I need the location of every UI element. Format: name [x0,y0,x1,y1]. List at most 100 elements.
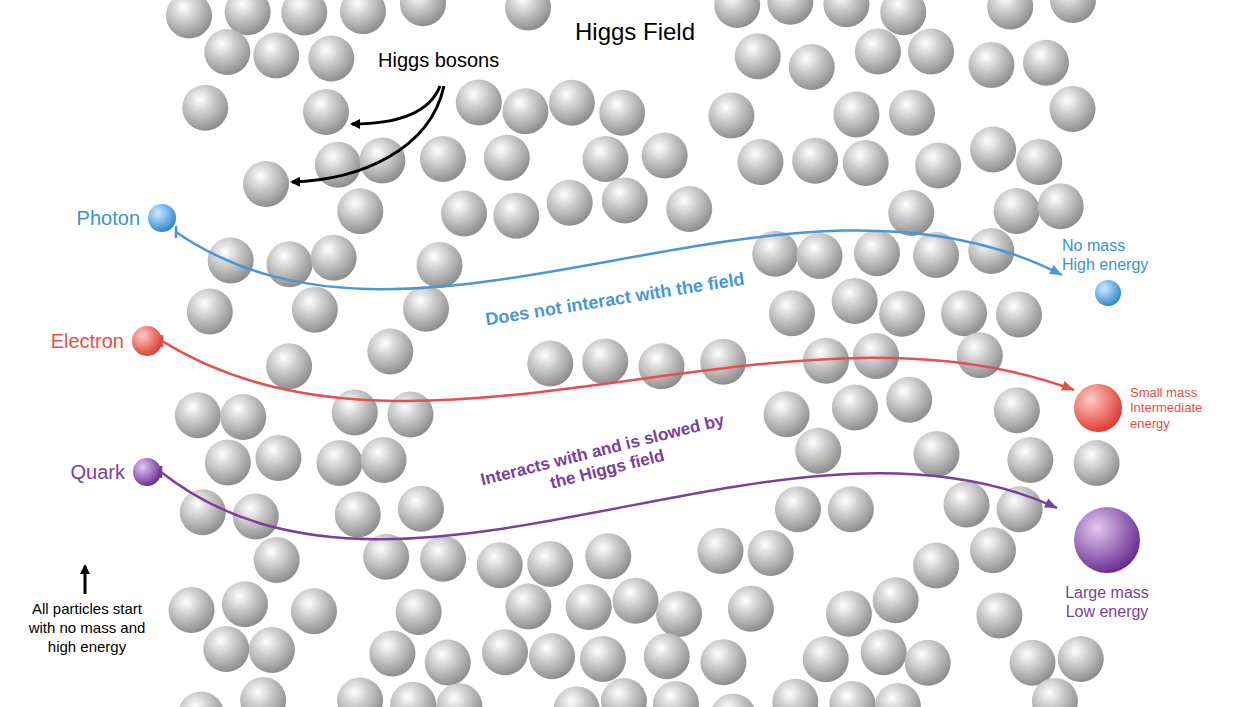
higgs-boson-sphere [642,133,688,179]
higgs-boson-sphere [829,681,875,707]
higgs-boson-sphere [599,90,645,136]
higgs-boson-sphere [913,431,959,477]
higgs-boson-sphere [187,289,233,335]
higgs-boson-sphere [792,138,838,184]
particle-dot [132,326,162,356]
higgs-boson-sphere [208,237,254,283]
higgs-boson-sphere [240,677,286,707]
higgs-boson-sphere [180,489,226,535]
higgs-boson-sphere [527,541,573,587]
higgs-boson-sphere [828,486,874,532]
higgs-boson-sphere [255,435,301,481]
particle-path [162,335,1074,401]
higgs-boson-sphere [205,440,251,486]
higgs-boson-sphere [316,440,362,486]
higgs-boson-sphere [797,233,843,279]
higgs-boson-sphere [166,0,212,39]
pointer-label: Higgs bosons [378,48,499,73]
higgs-boson-sphere [220,394,266,440]
higgs-boson-sphere [886,377,932,423]
higgs-boson-sphere [169,587,215,633]
higgs-boson-sphere [281,0,327,36]
higgs-boson-sphere [456,79,502,125]
higgs-boson-sphere [833,92,879,138]
higgs-boson-sphere [1016,139,1062,185]
arrow-head [1049,265,1062,275]
particle-node: Photon [77,204,176,232]
particle-node: Quark [71,458,161,486]
higgs-boson-sphere [769,290,815,336]
higgs-boson-sphere [420,536,466,582]
higgs-boson-sphere [943,482,989,528]
higgs-boson-sphere [913,542,959,588]
higgs-boson-sphere [204,29,250,75]
higgs-boson-sphere [905,640,951,686]
particle-dot [1074,384,1122,432]
higgs-boson-sphere [775,486,821,532]
boson-pointer [352,86,440,124]
higgs-boson-sphere [957,332,1003,378]
higgs-boson-sphere [873,577,919,623]
higgs-boson-sphere [425,640,471,686]
particle-dot [1095,280,1121,306]
path-label: Interacts with and is slowed by the Higg… [469,408,741,513]
higgs-boson-sphere [493,193,539,239]
higgs-boson-sphere [529,633,575,679]
higgs-boson-sphere [735,33,781,79]
higgs-boson-sphere [436,683,482,707]
higgs-boson-sphere [710,693,756,707]
higgs-boson-sphere [582,339,628,385]
higgs-boson-sphere [994,188,1040,234]
higgs-boson-sphere [832,278,878,324]
particle-label: Large mass Low energy [1057,583,1157,621]
higgs-boson-sphere [253,33,299,79]
higgs-boson-sphere [554,686,600,707]
higgs-boson-sphere [889,90,935,136]
diagram-title: Higgs Field [575,18,695,46]
higgs-boson-sphere [291,588,337,634]
higgs-boson-sphere [728,586,774,632]
higgs-boson-sphere [767,0,813,25]
higgs-boson-sphere [417,242,463,288]
higgs-boson-sphere [987,0,1033,30]
higgs-boson-sphere [697,528,743,574]
higgs-boson-sphere [996,291,1042,337]
higgs-boson-sphere [292,287,338,333]
higgs-boson-sphere [875,683,921,707]
higgs-boson-sphere [266,343,312,389]
higgs-boson-sphere [970,527,1016,573]
path-line [161,472,1057,539]
higgs-boson-sphere [361,437,407,483]
higgs-boson-sphere [748,530,794,576]
particle-label: No mass High energy [1062,236,1154,274]
particle-dot [133,458,161,486]
higgs-boson-sphere [915,142,961,188]
particle-label: Electron [51,329,124,353]
particle-path [176,226,1062,289]
higgs-boson-sphere [826,591,872,637]
higgs-boson-sphere [337,188,383,234]
higgs-boson-sphere [908,28,954,74]
higgs-boson-sphere [203,626,249,672]
path-line [162,341,1074,401]
particle-dot [148,204,176,232]
higgs-boson-sphere [1038,183,1084,229]
higgs-boson-sphere [789,44,835,90]
path-label: Does not interact with the field [484,269,746,331]
higgs-boson-sphere [566,584,612,630]
particle-node: Electron [51,326,162,356]
higgs-boson-sphere [764,391,810,437]
higgs-boson-sphere [484,135,530,181]
higgs-boson-sphere [337,677,383,707]
higgs-boson-sphere [249,627,295,673]
higgs-boson-sphere [832,384,878,430]
higgs-boson-sphere [582,136,628,182]
higgs-boson-sphere [580,636,626,682]
higgs-boson-sphere [666,186,712,232]
higgs-boson-sphere [175,392,221,438]
higgs-boson-sphere [941,290,987,336]
higgs-boson-sphere [1010,640,1056,686]
higgs-boson-sphere [1050,0,1096,23]
arrow-head [1061,381,1074,390]
